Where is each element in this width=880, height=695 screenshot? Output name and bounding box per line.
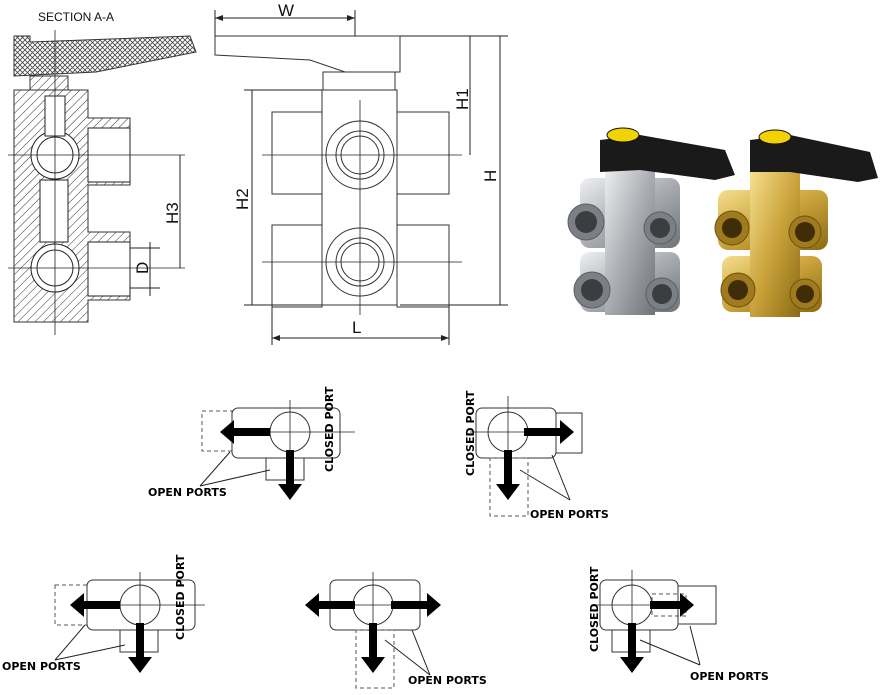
dim-h3: H3 <box>163 202 182 224</box>
brass-handle <box>750 135 878 182</box>
open-ports-label: OPEN PORTS <box>408 674 487 687</box>
open-ports-label: OPEN PORTS <box>2 660 81 673</box>
dim-d: D <box>133 262 152 274</box>
open-ports-label: OPEN PORTS <box>530 508 609 521</box>
arrow-down <box>128 623 152 673</box>
dim-l: L <box>352 318 361 337</box>
flow-diagram-3: CLOSED PORT OPEN PORTS <box>2 554 205 673</box>
open-ports-label: OPEN PORTS <box>690 670 769 683</box>
arrow-left <box>305 593 355 617</box>
flow-diagram-2: CLOSED PORT OPEN PORTS <box>464 390 609 521</box>
arrow-left <box>70 593 120 617</box>
open-ports-label: OPEN PORTS <box>148 486 227 499</box>
section-handle <box>13 35 197 77</box>
flow-diagram-4: OPEN PORTS <box>305 572 487 689</box>
photo-brass-valve <box>714 129 878 317</box>
nickel-handle-cap <box>606 127 640 143</box>
arrow-down <box>278 450 302 500</box>
closed-port-label: CLOSED PORT <box>174 554 187 640</box>
front-handle <box>214 35 401 73</box>
flow-diagram-1: CLOSED PORT OPEN PORTS <box>148 386 355 500</box>
arrow-right <box>391 593 441 617</box>
flow-diagram-5: CLOSED PORT OPEN PORTS <box>588 566 769 683</box>
dim-h1: H1 <box>453 88 472 110</box>
closed-port-label: CLOSED PORT <box>464 390 477 476</box>
section-label: SECTION A-A <box>38 10 114 24</box>
section-a-a-view: SECTION A-A H3 D <box>8 10 197 335</box>
dim-w: W <box>278 1 294 20</box>
arrow-down <box>361 623 385 673</box>
closed-port-label: CLOSED PORT <box>323 386 336 472</box>
arrow-down <box>496 450 520 500</box>
arrow-right <box>524 420 574 444</box>
nickel-handle <box>600 135 735 180</box>
arrow-down <box>620 623 644 673</box>
dim-h: H <box>481 170 500 182</box>
front-view: W H1 H H2 L <box>214 1 508 345</box>
brass-handle-cap <box>758 129 792 145</box>
dim-h2: H2 <box>233 188 252 210</box>
arrow-right <box>650 593 694 617</box>
arrow-left <box>220 420 270 444</box>
closed-port-label: CLOSED PORT <box>588 566 601 652</box>
photo-nickel-valve <box>567 127 735 315</box>
